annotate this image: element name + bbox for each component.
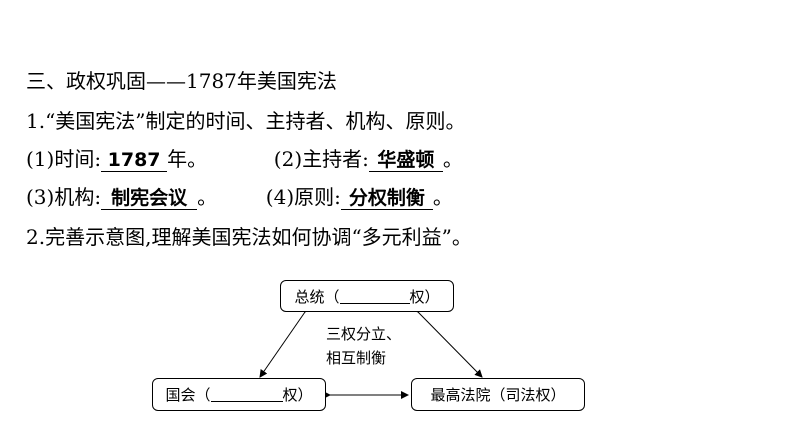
host-answer: 华盛顿 bbox=[368, 149, 443, 172]
court-box: 最高法院（司法权） bbox=[411, 378, 585, 411]
congress-box: 国会（ 权） bbox=[152, 378, 326, 411]
center-line-1: 三权分立、 bbox=[326, 325, 402, 343]
host-label: (2)主持者: bbox=[273, 147, 369, 171]
time-suffix: 年。 bbox=[167, 147, 208, 171]
center-label: 三权分立、 相互制衡 bbox=[326, 322, 401, 370]
president-box: 总统（ 权） bbox=[280, 280, 454, 312]
org-label: (3)机构: bbox=[26, 185, 102, 209]
principle-suffix: 。 bbox=[432, 185, 453, 209]
question-1-row-b: (3)机构:制宪会议。 (4)原则:分权制衡。 bbox=[26, 184, 453, 210]
time-answer: 1787 bbox=[101, 149, 168, 172]
question-1-prompt: 1.“美国宪法”制定的时间、主持者、机构、原则。 bbox=[26, 109, 466, 133]
time-label: (1)时间: bbox=[26, 147, 102, 171]
center-line-2: 相互制衡 bbox=[326, 349, 387, 367]
org-answer: 制宪会议 bbox=[101, 187, 198, 210]
question-2-prompt: 2.完善示意图,理解美国宪法如何协调“多元利益”。 bbox=[26, 225, 472, 249]
congress-suffix: 权） bbox=[282, 386, 313, 404]
host-suffix: 。 bbox=[442, 147, 463, 171]
congress-prefix: 国会（ bbox=[165, 386, 211, 404]
president-suffix: 权） bbox=[409, 287, 440, 306]
org-suffix: 。 bbox=[197, 185, 218, 209]
congress-blank bbox=[210, 387, 283, 402]
president-blank bbox=[339, 289, 410, 304]
principle-label: (4)原则: bbox=[265, 185, 341, 209]
arrow-president-congress bbox=[259, 303, 313, 378]
section-title: 三、政权巩固——1787年美国宪法 bbox=[26, 69, 337, 93]
arrow-president-court bbox=[410, 304, 483, 378]
president-prefix: 总统（ bbox=[294, 287, 340, 306]
principle-answer: 分权制衡 bbox=[340, 187, 433, 210]
